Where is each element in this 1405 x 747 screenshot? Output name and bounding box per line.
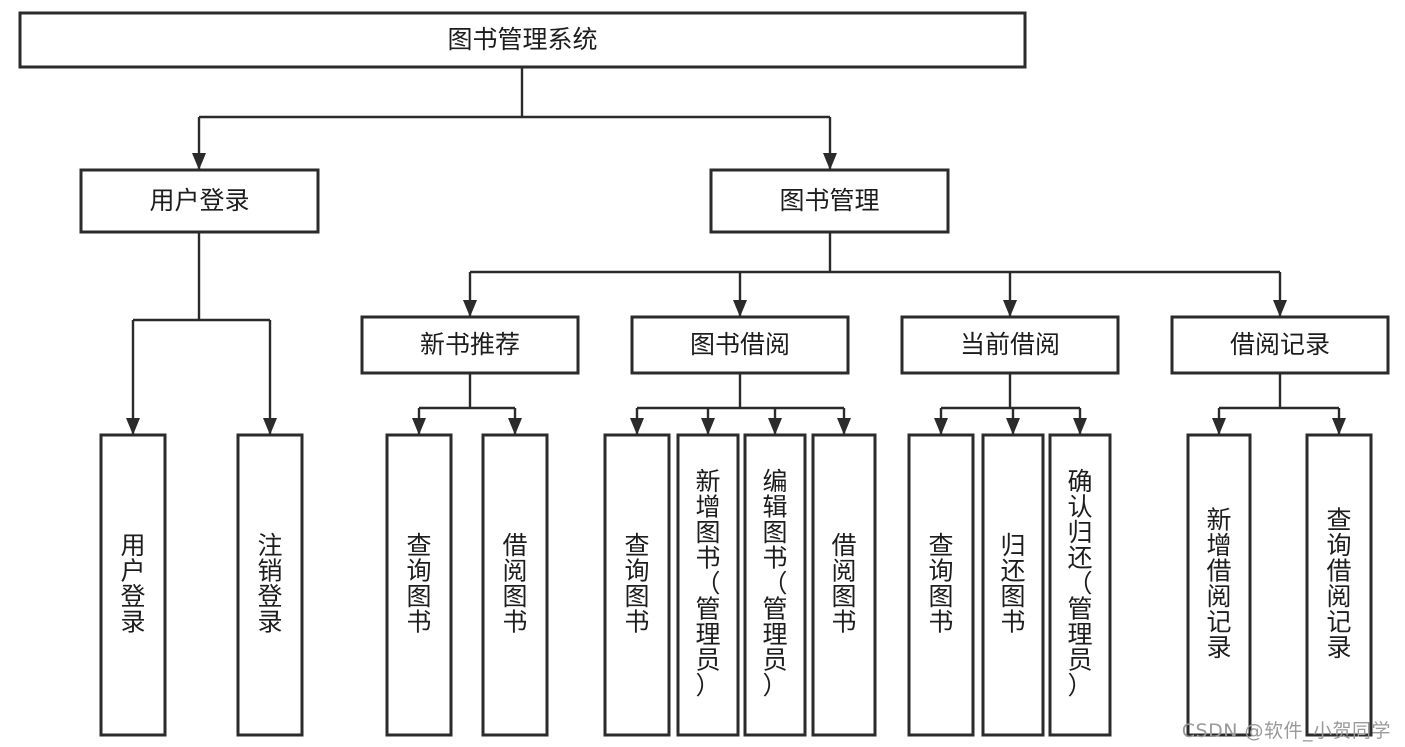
node-label: 新增借阅记录 [1206,505,1231,662]
leaf-node-12-查询借阅记录[interactable]: 查询借阅记录 [1305,433,1373,737]
level1-node-0-用户登录[interactable]: 用户登录 [79,168,320,234]
node-box [1170,315,1390,375]
node-label: 查询图书 [406,531,431,637]
node-label: 图书管理 [779,186,879,215]
arrowhead-icon [192,153,206,170]
node-label: 查询借阅记录 [1326,505,1351,662]
arrowhead-icon [1073,418,1087,435]
leaf-node-4-查询图书[interactable]: 查询图书 [603,433,671,737]
arrowhead-icon [701,418,715,435]
node-label: 借阅记录 [1230,330,1330,359]
node-label: 新增图书（管理员） [695,467,720,700]
node-label: 查询图书 [624,531,649,637]
node-box [18,11,1027,69]
node-label: 归还图书 [1000,531,1025,637]
node-box [99,433,167,737]
node-label: 新书推荐 [420,330,520,359]
node-box [79,168,320,234]
node-box [907,433,975,737]
arrowhead-icon [126,418,140,435]
arrowhead-icon [1006,418,1020,435]
leaf-node-0-用户登录[interactable]: 用户登录 [99,433,167,737]
node-box [385,433,453,737]
connectors-layer [126,67,1346,435]
node-box [360,315,580,375]
node-box [811,433,877,737]
node-box [676,433,740,737]
level2-node-0-新书推荐[interactable]: 新书推荐 [360,315,580,375]
arrowhead-icon [733,300,747,317]
node-label: 编辑图书（管理员） [762,467,787,700]
level2-node-2-当前借阅[interactable]: 当前借阅 [900,315,1120,375]
leaf-node-11-新增借阅记录[interactable]: 新增借阅记录 [1186,433,1252,737]
node-label: 图书管理系统 [447,25,597,54]
arrowhead-icon [1332,418,1346,435]
arrowhead-icon [823,153,837,170]
node-label: 查询图书 [928,531,953,637]
node-box [709,168,950,234]
leaf-node-9-归还图书[interactable]: 归还图书 [981,433,1045,737]
arrowhead-icon [508,418,522,435]
leaf-node-1-注销登录[interactable]: 注销登录 [236,433,304,737]
nodes-layer: 图书管理系统用户登录图书管理新书推荐图书借阅当前借阅借阅记录用户登录注销登录查询… [18,11,1390,737]
leaf-node-3-借阅图书[interactable]: 借阅图书 [481,433,549,737]
node-label: 借阅图书 [502,531,527,637]
node-label: 注销登录 [257,531,282,637]
node-box [1048,433,1112,737]
leaf-node-8-查询图书[interactable]: 查询图书 [907,433,975,737]
node-box [900,315,1120,375]
node-box [236,433,304,737]
leaf-node-6-编辑图书管理员[interactable]: 编辑图书（管理员） [743,433,807,737]
leaf-node-5-新增图书管理员[interactable]: 新增图书（管理员） [676,433,740,737]
node-label: 借阅图书 [831,531,856,637]
level2-node-3-借阅记录[interactable]: 借阅记录 [1170,315,1390,375]
node-box [630,315,850,375]
arrowhead-icon [768,418,782,435]
csdn-watermark: CSDN @软件_小贺同学 [1181,720,1391,742]
leaf-node-7-借阅图书[interactable]: 借阅图书 [811,433,877,737]
node-box [481,433,549,737]
level1-node-1-图书管理[interactable]: 图书管理 [709,168,950,234]
node-box [981,433,1045,737]
leaf-node-2-查询图书[interactable]: 查询图书 [385,433,453,737]
node-label: 用户登录 [149,186,249,215]
node-box [603,433,671,737]
node-label: 用户登录 [120,531,145,637]
node-box [1186,433,1252,737]
arrowhead-icon [412,418,426,435]
node-label: 当前借阅 [960,330,1060,359]
node-box [743,433,807,737]
arrowhead-icon [1212,418,1226,435]
arrowhead-icon [463,300,477,317]
node-label: 图书借阅 [690,330,790,359]
node-label: 确认归还（管理员） [1067,467,1092,700]
arrowhead-icon [1273,300,1287,317]
arrowhead-icon [630,418,644,435]
root-node-0-图书管理系统[interactable]: 图书管理系统 [18,11,1027,69]
leaf-node-10-确认归还管理员[interactable]: 确认归还（管理员） [1048,433,1112,737]
arrowhead-icon [1003,300,1017,317]
arrowhead-icon [934,418,948,435]
node-box [1305,433,1373,737]
arrowhead-icon [263,418,277,435]
level2-node-1-图书借阅[interactable]: 图书借阅 [630,315,850,375]
arrowhead-icon [837,418,851,435]
